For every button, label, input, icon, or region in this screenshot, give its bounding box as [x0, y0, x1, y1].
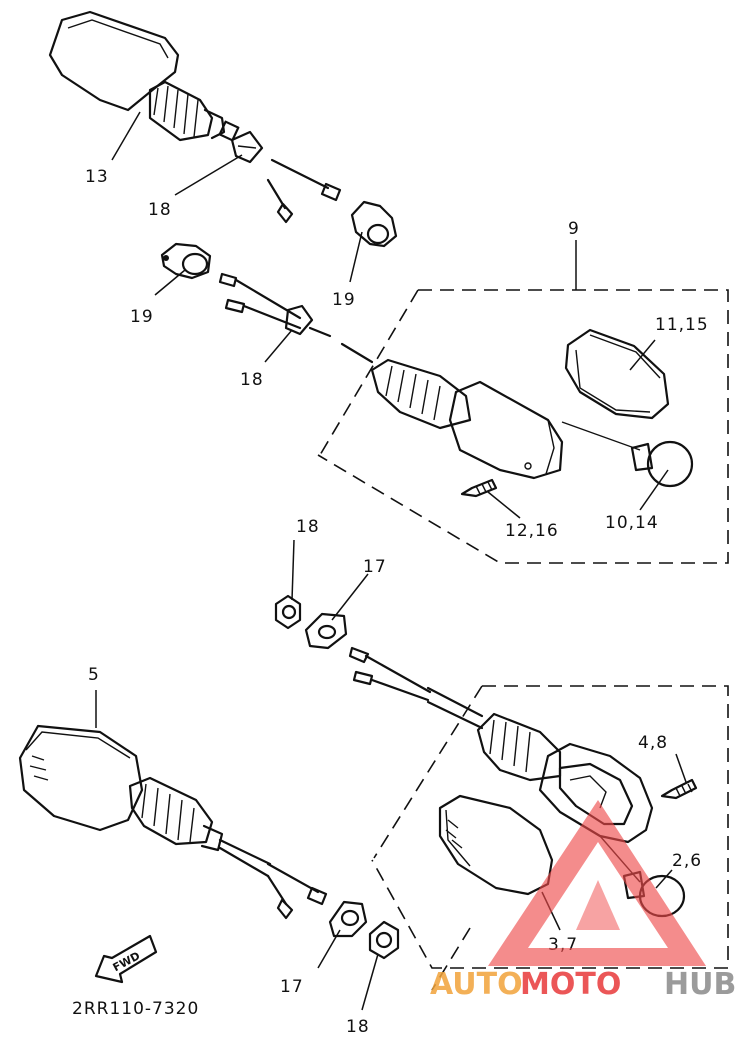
lens-11-15 — [564, 328, 670, 420]
screw-4-8 — [660, 778, 698, 800]
label-19a: 19 — [130, 307, 154, 327]
label-13: 13 — [85, 167, 109, 187]
forward-arrow-icon: FWD — [94, 934, 158, 984]
indicator-body-right-top — [370, 358, 564, 480]
watermark-moto: MOTO — [520, 967, 621, 1002]
washer-17-middle — [304, 612, 348, 650]
watermark-triangle-icon — [488, 800, 706, 966]
wire-harness-bottom — [348, 646, 484, 730]
label-17a: 17 — [363, 557, 387, 577]
indicator-assembly-5 — [18, 724, 328, 920]
indicator-assembly-13 — [48, 10, 264, 164]
label-5: 5 — [88, 665, 100, 685]
label-4-8: 4,8 — [638, 733, 668, 753]
label-18a: 18 — [148, 200, 172, 220]
label-9: 9 — [568, 219, 580, 239]
lens-3-7 — [438, 794, 554, 896]
terminal-pins — [266, 158, 342, 224]
label-11-15: 11,15 — [655, 315, 709, 335]
label-18d: 18 — [346, 1017, 370, 1037]
screw-12-16 — [460, 478, 498, 498]
automotohub-watermark: AUTO MOTO HUB — [430, 800, 736, 1002]
label-10-14: 10,14 — [605, 513, 659, 533]
wire-harness-top — [218, 272, 374, 364]
label-12-16: 12,16 — [505, 521, 559, 541]
watermark-hub: HUB — [664, 967, 736, 1002]
indicator-body-right-bottom — [476, 712, 654, 844]
label-17b: 17 — [280, 977, 304, 997]
bulb-10-14 — [630, 440, 694, 488]
nut-18-bottom — [368, 920, 400, 960]
nut-18-middle — [274, 594, 302, 630]
label-18b: 18 — [240, 370, 264, 390]
label-19b: 19 — [332, 290, 356, 310]
label-18c: 18 — [296, 517, 320, 537]
grommet-19-left — [160, 242, 212, 280]
grommet-19-right — [350, 200, 398, 248]
washer-17-bottom — [328, 900, 368, 938]
drawing-code: 2RR110-7320 — [72, 999, 199, 1019]
label-2-6: 2,6 — [672, 851, 702, 871]
watermark-auto: AUTO — [430, 967, 523, 1002]
